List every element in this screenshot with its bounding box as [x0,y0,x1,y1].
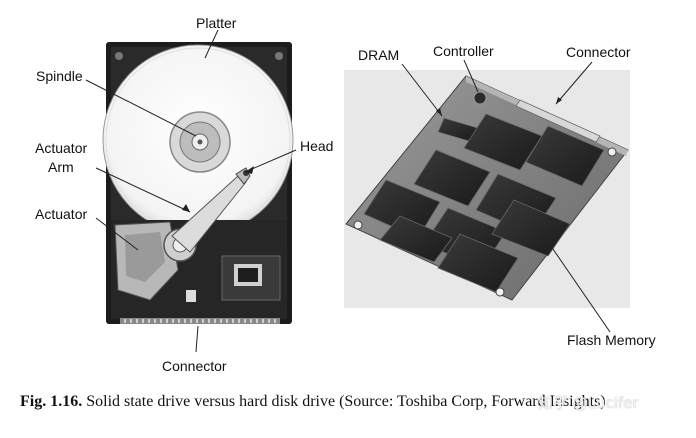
label-actuator-arm-line2: Arm [48,159,74,175]
label-actuator: Actuator [35,206,88,222]
arrowhead-dram [436,108,442,116]
label-connector-ssd: Connector [566,44,631,60]
arrowhead-connector-ssd [556,97,562,104]
ssd-connector [515,99,601,143]
figure-caption-text: Solid state drive versus hard disk drive… [86,393,606,410]
watermark: 知乎 @Lucifer [538,394,639,412]
label-flash-memory: Flash Memory [567,332,656,348]
hdd-connector [120,318,280,324]
ssd-photo [344,70,630,308]
ssd-controller [473,91,487,105]
hdd-photo [102,42,294,324]
figure-number: Fig. 1.16. [20,393,83,410]
label-actuator-arm: Actuator Arm [35,139,87,177]
label-spindle: Spindle [36,68,83,84]
label-actuator-arm-line1: Actuator [35,140,88,156]
figure-caption: Fig. 1.16. Solid state drive versus hard… [20,392,688,412]
arrowhead-head [245,166,254,174]
label-dram: DRAM [358,47,400,63]
leader-lines [85,29,611,353]
flash-chips [363,113,605,293]
arrowhead-actuator-arm [182,204,190,212]
label-head: Head [300,138,334,154]
label-controller: Controller [433,43,494,59]
label-connector-hdd: Connector [162,358,227,374]
label-platter: Platter [196,15,237,31]
